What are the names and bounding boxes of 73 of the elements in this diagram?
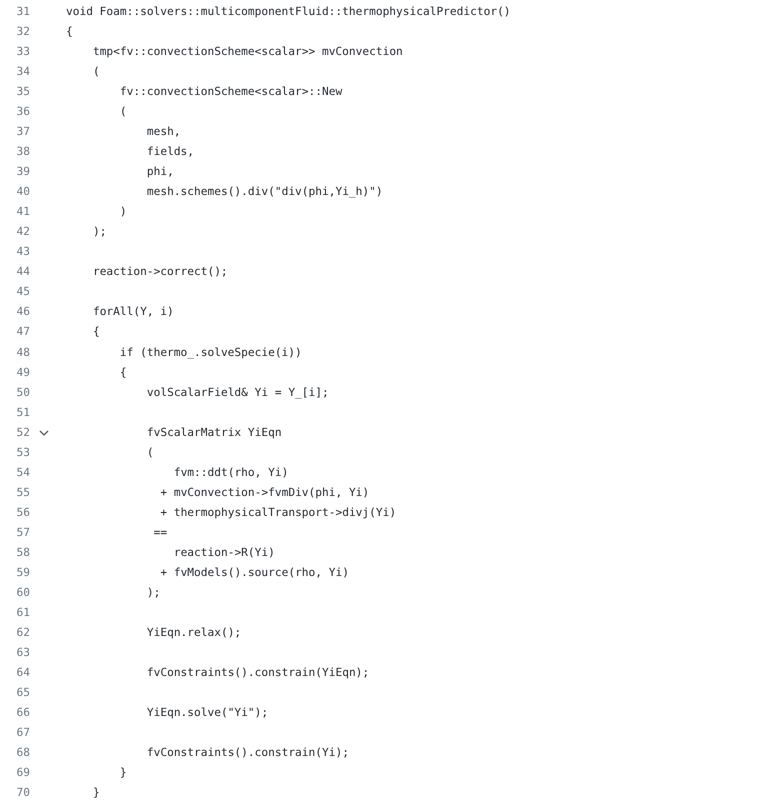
code-line: + fvModels().source(rho, Yi)	[160, 564, 349, 581]
line-number: 50	[16, 384, 30, 401]
code-line: );	[146, 584, 160, 601]
line-number: 66	[16, 705, 30, 722]
line-number: 35	[16, 84, 30, 100]
code-line: }	[92, 785, 100, 802]
code-line: );	[92, 224, 106, 240]
code-line: if (thermo_.solveSpecie(i))	[120, 344, 302, 361]
line-number: 64	[16, 664, 30, 681]
line-number: 54	[16, 464, 30, 481]
code-line: ==	[154, 524, 168, 541]
code-line: mesh.schemes().div("div(phi,Yi_h)")	[146, 184, 383, 200]
code-line: fvm::ddt(rho, Yi)	[174, 464, 288, 481]
line-number: 40	[16, 184, 30, 200]
code-line: fvConstraints().constrain(Yi);	[146, 745, 349, 762]
code-line: (	[92, 64, 100, 80]
line-number: 69	[16, 765, 30, 782]
line-number: 31	[16, 4, 30, 20]
code-line: mesh,	[146, 124, 181, 140]
line-number: 56	[16, 504, 30, 521]
line-number: 63	[16, 644, 30, 661]
code-line: phi,	[146, 164, 174, 180]
code-line: {	[66, 24, 73, 40]
line-number: 45	[16, 284, 30, 300]
line-number: 49	[16, 364, 30, 381]
line-number: 52	[16, 424, 30, 441]
line-number: 36	[16, 104, 30, 120]
line-number: 68	[16, 745, 30, 762]
line-number: 51	[16, 404, 30, 421]
line-number: 53	[16, 444, 30, 461]
line-number: 48	[16, 344, 30, 360]
line-number: 42	[16, 224, 30, 240]
code-line: (	[120, 104, 127, 120]
code-line: reaction->R(Yi)	[174, 544, 275, 561]
line-number: 55	[16, 484, 30, 501]
line-number: 43	[16, 244, 30, 260]
line-number: 57	[16, 524, 30, 541]
code-line: (	[146, 444, 154, 461]
line-number: 41	[16, 204, 30, 220]
code-line: + thermophysicalTransport->divj(Yi)	[160, 504, 396, 521]
line-number: 34	[16, 64, 30, 80]
code-line: fields,	[146, 144, 194, 160]
code-line: }	[120, 765, 127, 782]
line-number: 37	[16, 124, 30, 140]
code-line: void Foam::solvers::multicomponentFluid::thermophysicalPredictor()	[66, 4, 511, 20]
code-line: YiEqn.relax();	[146, 624, 242, 641]
code-line: fvConstraints().constrain(YiEqn);	[146, 664, 370, 681]
line-number: 33	[16, 44, 30, 60]
code-line: fv::convectionScheme<scalar>::New	[120, 84, 342, 100]
code-line: forAll(Y, i)	[92, 304, 174, 320]
line-number: 44	[16, 264, 30, 280]
code-line: reaction->correct();	[92, 264, 228, 280]
line-number: 65	[16, 685, 30, 702]
code-line: + mvConvection->fvmDiv(phi, Yi)	[160, 484, 370, 501]
code-line: {	[120, 364, 127, 381]
line-number: 46	[16, 304, 30, 320]
code-line: YiEqn.solve("Yi");	[146, 705, 268, 722]
code-line: tmp<fv::convectionScheme<scalar>> mvConvection	[92, 44, 403, 60]
line-number: 61	[16, 604, 30, 621]
line-number: 47	[16, 324, 30, 340]
line-number: 58	[16, 544, 30, 561]
line-number: 60	[16, 584, 30, 601]
line-number: 59	[16, 564, 30, 581]
line-number: 32	[16, 24, 30, 40]
code-line: {	[92, 324, 100, 340]
code-line: fvScalarMatrix YiEqn	[146, 424, 282, 441]
line-number: 39	[16, 164, 30, 180]
line-number: 67	[16, 725, 30, 742]
code-line: volScalarField& Yi = Y_[i];	[146, 384, 329, 401]
code-line: )	[120, 204, 127, 220]
line-number: 38	[16, 144, 30, 160]
line-number: 62	[16, 624, 30, 641]
line-number: 70	[16, 785, 30, 802]
